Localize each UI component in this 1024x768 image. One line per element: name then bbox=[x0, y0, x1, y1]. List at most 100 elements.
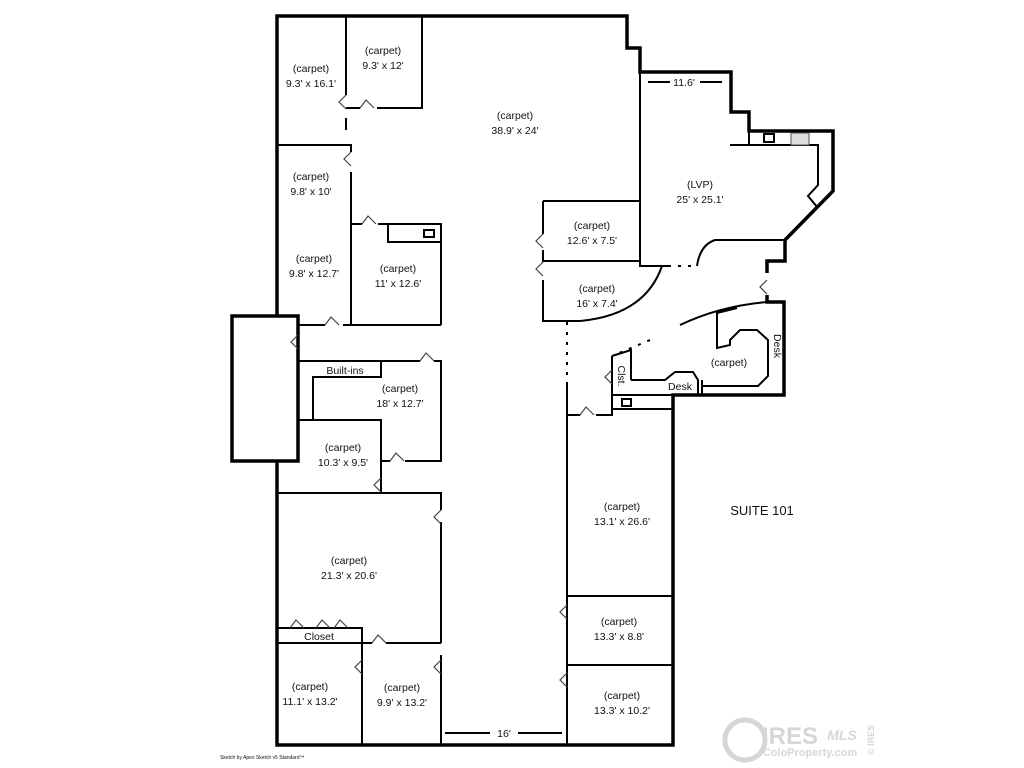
house-logo-icon bbox=[722, 717, 768, 763]
room-label: (carpet) 11.1' x 13.2' bbox=[282, 681, 337, 708]
door-swing-icon bbox=[433, 659, 442, 675]
door-swing-icon bbox=[419, 352, 435, 362]
door-swing-icon bbox=[559, 672, 568, 688]
room-label: (carpet) 9.9' x 13.2' bbox=[377, 682, 427, 709]
sink-icon bbox=[423, 229, 435, 238]
desk-label: Desk bbox=[668, 381, 693, 393]
dimension-bottom: 16' bbox=[497, 728, 511, 740]
room-label: (carpet) 21.3' x 20.6' bbox=[321, 555, 377, 582]
room-dimensions: 9.8' x 10' bbox=[290, 186, 331, 198]
appliances bbox=[423, 132, 810, 407]
door-swing-icon bbox=[373, 477, 382, 493]
room-dimensions: 13.3' x 8.8' bbox=[594, 631, 644, 643]
sink-icon bbox=[621, 398, 632, 407]
room-floor-type: (LVP) bbox=[687, 179, 713, 191]
built-ins-label: Built-ins bbox=[326, 365, 363, 377]
room-floor-type: (carpet) bbox=[497, 110, 533, 122]
room-floor-type: (carpet) bbox=[325, 442, 361, 454]
door-swing-icon bbox=[535, 233, 544, 249]
exterior-walls bbox=[230, 14, 835, 747]
room-floor-type: (carpet) bbox=[293, 171, 329, 183]
room-floor-type: (carpet) bbox=[331, 555, 367, 567]
dimension-top: 11.6' bbox=[673, 77, 695, 89]
room-label: (carpet) 9.3' x 16.1' bbox=[286, 63, 336, 90]
closet-label: Closet bbox=[304, 631, 334, 643]
room-label: (carpet) 9.3' x 12' bbox=[362, 45, 403, 72]
room-dimensions: 12.6' x 7.5' bbox=[567, 235, 617, 247]
interior-walls bbox=[277, 16, 819, 745]
door-swing-icon bbox=[759, 279, 768, 295]
room-labels: (carpet)9.3' x 16.1'(carpet)9.3' x 12'(c… bbox=[282, 45, 747, 717]
room-dimensions: 9.3' x 16.1' bbox=[286, 78, 336, 90]
sink-icon bbox=[763, 133, 775, 143]
room-dimensions: 13.3' x 10.2' bbox=[594, 705, 650, 717]
doors bbox=[289, 94, 768, 688]
watermark-site: ColoProperty.com bbox=[763, 747, 858, 759]
room-floor-type: (carpet) bbox=[293, 63, 329, 75]
door-swing-icon bbox=[559, 604, 568, 620]
room-label: (LVP) 25' x 25.1' bbox=[676, 179, 723, 206]
room-label: (carpet) 11' x 12.6' bbox=[375, 263, 421, 290]
room-label: (carpet) 10.3' x 9.5' bbox=[318, 442, 368, 469]
door-swing-icon bbox=[535, 261, 544, 277]
dimension-lines: 11.6' 16' bbox=[445, 77, 722, 740]
door-swing-icon bbox=[579, 406, 595, 416]
room-label: (carpet) 16' x 7.4' bbox=[576, 283, 617, 310]
room-floor-type: (carpet) bbox=[604, 690, 640, 702]
desk-label: Desk bbox=[771, 334, 783, 359]
room-floor-type: (carpet) bbox=[604, 501, 640, 513]
room-label: (carpet) 13.1' x 26.6' bbox=[594, 501, 650, 528]
room-dimensions: 13.1' x 26.6' bbox=[594, 516, 650, 528]
watermark-side: © IRES bbox=[866, 725, 876, 755]
door-swing-icon bbox=[389, 452, 405, 462]
room-floor-type: (carpet) bbox=[579, 283, 615, 295]
room-label: (carpet) bbox=[711, 357, 747, 369]
room-label: (carpet) 13.3' x 8.8' bbox=[594, 616, 644, 643]
watermark-mls: MLS bbox=[827, 727, 857, 743]
door-swing-icon bbox=[333, 619, 349, 629]
room-dimensions: 21.3' x 20.6' bbox=[321, 570, 377, 582]
room-label: (carpet) 18' x 12.7' bbox=[376, 383, 423, 410]
door-swing-icon bbox=[354, 659, 363, 675]
door-swing-icon bbox=[289, 619, 305, 629]
sketch-credit: Sketch by Apex Sketch v5 Standard™ bbox=[220, 755, 305, 761]
door-swing-icon bbox=[604, 369, 613, 385]
room-label: (carpet) 13.3' x 10.2' bbox=[594, 690, 650, 717]
suite-label: SUITE 101 bbox=[730, 503, 794, 518]
room-floor-type: (carpet) bbox=[296, 253, 332, 265]
room-label: (carpet) 9.8' x 12.7' bbox=[289, 253, 339, 280]
room-floor-type: (carpet) bbox=[574, 220, 610, 232]
room-dimensions: 10.3' x 9.5' bbox=[318, 457, 368, 469]
watermark-brand: IRES bbox=[762, 723, 818, 750]
door-swing-icon bbox=[371, 634, 387, 644]
room-floor-type: (carpet) bbox=[601, 616, 637, 628]
door-swing-icon bbox=[361, 215, 377, 225]
door-swing-icon bbox=[359, 99, 375, 109]
room-dimensions: 38.9' x 24' bbox=[491, 125, 538, 137]
room-floor-type: (carpet) bbox=[384, 682, 420, 694]
room-floor-type: (carpet) bbox=[380, 263, 416, 275]
room-label: (carpet) 9.8' x 10' bbox=[290, 171, 331, 198]
room-dimensions: 9.8' x 12.7' bbox=[289, 268, 339, 280]
door-swing-icon bbox=[324, 316, 340, 326]
room-dimensions: 16' x 7.4' bbox=[576, 298, 617, 310]
room-dimensions: 11' x 12.6' bbox=[375, 278, 421, 290]
room-label: (carpet) 38.9' x 24' bbox=[491, 110, 538, 137]
room-floor-type: (carpet) bbox=[382, 383, 418, 395]
door-swing-icon bbox=[433, 509, 442, 525]
door-swing-icon bbox=[338, 94, 347, 110]
door-swing-icon bbox=[315, 619, 331, 629]
room-dimensions: 9.3' x 12' bbox=[362, 60, 403, 72]
room-dimensions: 18' x 12.7' bbox=[376, 398, 423, 410]
ires-watermark: IRES MLS ColoProperty.com © IRES bbox=[722, 717, 876, 763]
room-dimensions: 25' x 25.1' bbox=[676, 194, 723, 206]
clst-label: Clst. bbox=[615, 366, 627, 387]
room-dimensions: 11.1' x 13.2' bbox=[282, 696, 337, 708]
room-dimensions: 9.9' x 13.2' bbox=[377, 697, 427, 709]
room-floor-type: (carpet) bbox=[292, 681, 328, 693]
room-floor-type: (carpet) bbox=[365, 45, 401, 57]
stove-icon bbox=[790, 132, 810, 146]
room-floor-type: (carpet) bbox=[711, 357, 747, 369]
room-label: (carpet) 12.6' x 7.5' bbox=[567, 220, 617, 247]
